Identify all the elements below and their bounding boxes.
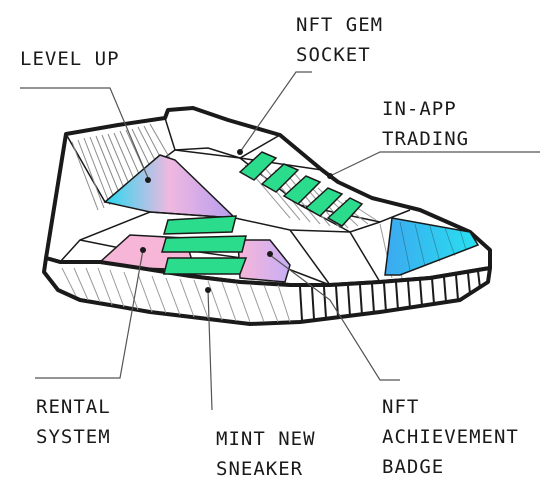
label-nft-achievement-badge-line1: NFT (382, 396, 420, 418)
label-nft-gem-socket-line1: NFT GEM (296, 14, 384, 36)
leader-rental (35, 249, 144, 379)
gem-lace-2 (260, 163, 300, 193)
label-in-app-trading-line2: TRADING (382, 128, 470, 150)
sole-stripes (299, 270, 481, 321)
label-nft-achievement-badge-line2: ACHIEVEMENT (382, 426, 519, 448)
leader-mint (207, 289, 213, 411)
leader-badge (269, 254, 400, 381)
label-mint-new-sneaker: MINT NEW SNEAKER (216, 424, 316, 484)
label-level-up-line1: LEVEL UP (20, 48, 120, 70)
gem-laces (161, 151, 364, 275)
label-in-app-trading-line1: IN-APP (382, 98, 457, 120)
sole-hatching (61, 267, 291, 323)
toe-panel (384, 217, 480, 276)
label-rental-system-line2: SYSTEM (36, 426, 111, 448)
callout-lines (20, 71, 540, 411)
label-level-up: LEVEL UP (20, 44, 120, 74)
label-rental-system: RENTAL SYSTEM (36, 392, 111, 452)
leader-level-up (20, 87, 149, 179)
gem-bar-3 (163, 257, 248, 275)
toe-hatching (399, 221, 467, 271)
label-mint-new-sneaker-line2: SNEAKER (216, 458, 304, 480)
label-rental-system-line1: RENTAL (36, 396, 111, 418)
label-mint-new-sneaker-line1: MINT NEW (216, 428, 316, 450)
level-up-panel (103, 154, 238, 219)
label-nft-achievement-badge-line3: BADGE (382, 456, 445, 478)
gem-lace-5 (326, 197, 364, 227)
gem-lace-4 (304, 187, 344, 217)
gem-bar-2 (161, 235, 247, 253)
label-nft-achievement-badge: NFT ACHIEVEMENT BADGE (382, 392, 519, 482)
gem-bar-1 (162, 215, 237, 235)
label-in-app-trading: IN-APP TRADING (382, 94, 469, 154)
label-nft-gem-socket: NFT GEM SOCKET (296, 10, 383, 70)
callout-dots (140, 149, 333, 293)
label-nft-gem-socket-line2: SOCKET (296, 44, 371, 66)
leader-trading (329, 151, 540, 177)
gem-lace-3 (282, 175, 322, 205)
leader-gem-socket (239, 71, 312, 153)
gem-lace-1 (238, 151, 278, 181)
